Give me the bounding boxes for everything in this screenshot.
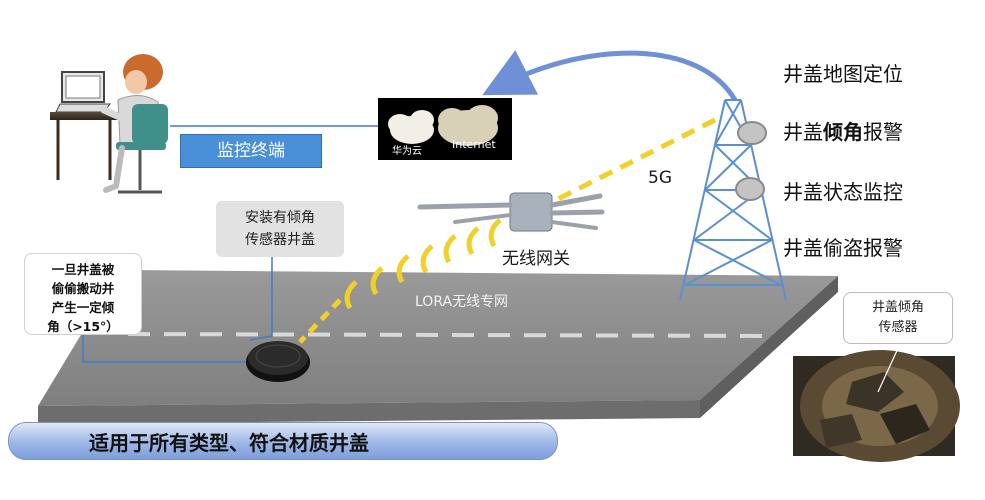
- feature-tilt-alarm: 井盖倾角报警: [783, 116, 903, 145]
- gateway-label: 无线网关: [502, 249, 570, 269]
- feature-theft-alarm: 井盖偷盗报警: [783, 236, 903, 260]
- manhole-cover: [246, 341, 310, 382]
- cell-tower: [679, 99, 787, 301]
- installed-sensor-line-1: 安装有倾角: [245, 210, 315, 226]
- photo-callout-line-1: 井盖倾角: [871, 300, 924, 315]
- photo-sensor-callout: 井盖倾角 传感器: [843, 292, 953, 344]
- warning-line-1: 一旦井盖被: [51, 262, 115, 277]
- huawei-cloud-box: 华为云 Internet: [378, 98, 512, 160]
- tilt-alarm-prefix: 井盖: [783, 120, 823, 144]
- installed-sensor-line-2: 传感器井盖: [245, 232, 315, 248]
- tilt-alarm-suffix: 报警: [863, 120, 903, 144]
- tilt-alarm-keyword: 倾角: [823, 120, 863, 144]
- lora-signal-arcs: [298, 218, 502, 344]
- internet-label: Internet: [452, 138, 496, 151]
- operator-workstation: [50, 54, 168, 194]
- installed-sensor-callout: 安装有倾角 传感器井盖: [216, 201, 344, 257]
- connector-lines: [82, 125, 378, 363]
- fiveg-link: [554, 117, 717, 203]
- cloud-icon: [388, 105, 498, 146]
- road-slab: [38, 270, 838, 424]
- banner-text: 适用于所有类型、符合材质井盖: [89, 431, 369, 455]
- warning-line-4: 角（>15°）: [47, 319, 119, 334]
- cloud-brand-label: 华为云: [392, 146, 422, 157]
- feature-map-location: 井盖地图定位: [783, 62, 903, 86]
- fiveg-label: 5G: [648, 168, 672, 188]
- warning-line-2: 偷偷搬动并: [51, 281, 115, 296]
- warning-line-3: 产生一定倾: [51, 300, 115, 315]
- photo-callout-line-2: 传感器: [878, 320, 918, 335]
- wireless-gateway: [417, 192, 605, 232]
- monitoring-terminal-label: 监控终端: [180, 134, 322, 168]
- applicability-banner: 适用于所有类型、符合材质井盖: [8, 422, 558, 460]
- theft-warning-callout: 一旦井盖被 偷偷搬动并 产生一定倾 角（>15°）: [24, 253, 142, 335]
- uplink-arrow: [482, 50, 738, 102]
- sensor-photo: [793, 343, 960, 462]
- feature-status-monitoring: 井盖状态监控: [783, 180, 903, 204]
- lora-network-label: LORA无线专网: [415, 294, 509, 310]
